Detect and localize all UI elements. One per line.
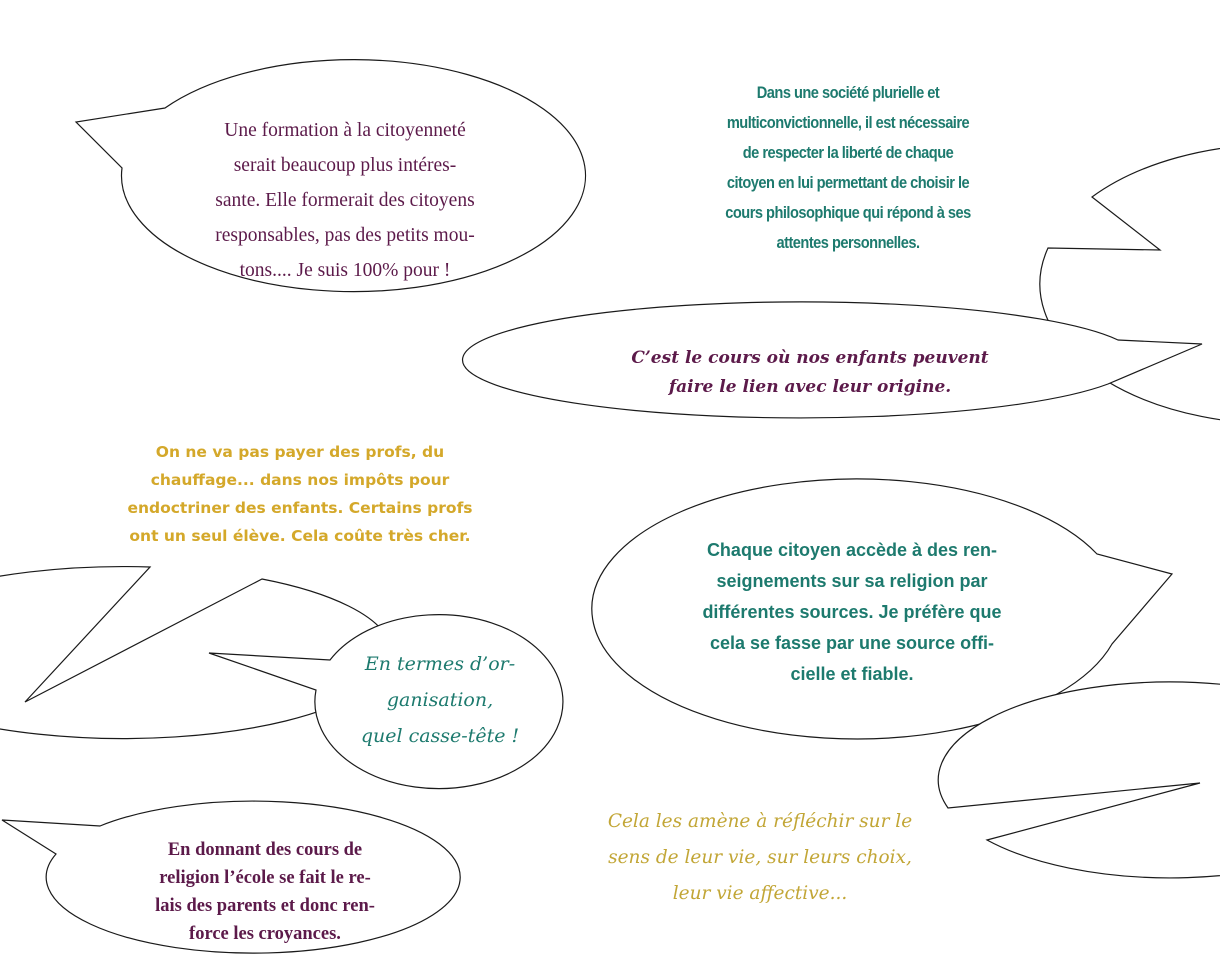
bubble-text-plural-society: Dans une société plurielle et multiconvi… bbox=[693, 70, 1003, 265]
bubble-7-text: En donnant des cours de religion l’école… bbox=[155, 840, 375, 944]
bubble-text-organisation: En termes d’or- ganisation, quel casse-t… bbox=[335, 640, 545, 760]
speech-bubble-5 bbox=[591, 478, 1174, 740]
speech-bubble-1 bbox=[74, 59, 587, 293]
speech-bubble-6 bbox=[208, 614, 564, 790]
bubble-1-text: Une formation à la citoyenneté serait be… bbox=[215, 119, 475, 281]
bubble-6-text: En termes d’or- ganisation, quel casse-t… bbox=[360, 653, 520, 747]
speech-bubble-7 bbox=[1, 800, 461, 954]
bubble-text-citizenship-training: Une formation à la citoyenneté serait be… bbox=[170, 100, 520, 300]
speech-bubble-8 bbox=[937, 681, 1220, 879]
bubble-3-text: C’est le cours où nos enfants peuvent fa… bbox=[631, 348, 989, 397]
bubble-text-origin-link: C’est le cours où nos enfants peuvent fa… bbox=[580, 336, 1040, 410]
bubble-text-cost: On ne va pas payer des profs, du chauffa… bbox=[105, 430, 495, 558]
bubble-text-official-source: Chaque citoyen accède à des ren- seignem… bbox=[652, 525, 1052, 700]
bubble-2-text: Dans une société plurielle et multiconvi… bbox=[725, 82, 971, 252]
speech-bubble-3 bbox=[461, 301, 1203, 419]
bubble-5-text: Chaque citoyen accède à des ren- seignem… bbox=[702, 540, 1002, 684]
bubble-4-text: On ne va pas payer des profs, du chauffa… bbox=[127, 443, 473, 545]
bubble-text-school-relay: En donnant des cours de religion l’école… bbox=[100, 832, 430, 952]
bubble-text-reflection: Cela les amène à réfléchir sur le sens d… bbox=[575, 800, 945, 915]
bubble-8-text: Cela les amène à réfléchir sur le sens d… bbox=[607, 810, 913, 904]
